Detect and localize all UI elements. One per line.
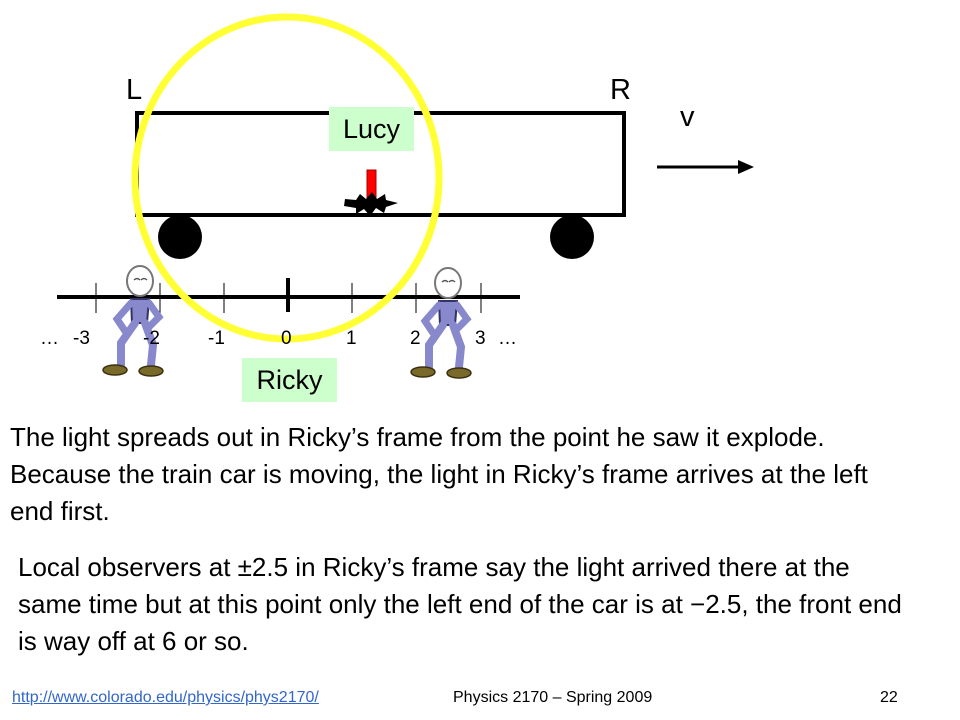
lucy-label: Lucy	[329, 107, 414, 151]
left-wheel	[158, 215, 202, 259]
bomb-icon	[344, 169, 398, 216]
ruler-label-2: 2	[410, 328, 421, 349]
right-observer-figure	[410, 267, 472, 379]
ruler-label-0: 0	[281, 328, 292, 349]
course-title-footer: Physics 2170 – Spring 2009	[453, 689, 653, 706]
right-wheel	[550, 215, 594, 259]
light-circle	[131, 13, 443, 343]
ruler-label-3: 3	[475, 328, 486, 349]
paragraph-light-spreads: The light spreads out in Ricky’s frame f…	[10, 422, 868, 526]
paragraph-local-observers: Local observers at ±2.5 in Ricky’s frame…	[18, 552, 902, 656]
velocity-label: v	[680, 101, 695, 133]
slide-number: 22	[880, 689, 898, 706]
ruler-label-neg1: -1	[208, 328, 225, 349]
ricky-label: Ricky	[242, 358, 337, 402]
ruler-label-ellipsis-right: …	[498, 328, 517, 349]
left-observer-figure	[102, 265, 164, 377]
ruler-label-neg3: -3	[73, 328, 90, 349]
ruler-label-neg2: -2	[143, 328, 160, 349]
velocity-arrow	[657, 160, 754, 174]
ruler-label-ellipsis-left: …	[40, 328, 59, 349]
right-end-label: R	[610, 74, 631, 106]
course-website-link[interactable]: http://www.colorado.edu/physics/phys2170…	[12, 689, 319, 706]
ruler-label-1: 1	[346, 328, 357, 349]
left-end-label: L	[126, 74, 143, 106]
